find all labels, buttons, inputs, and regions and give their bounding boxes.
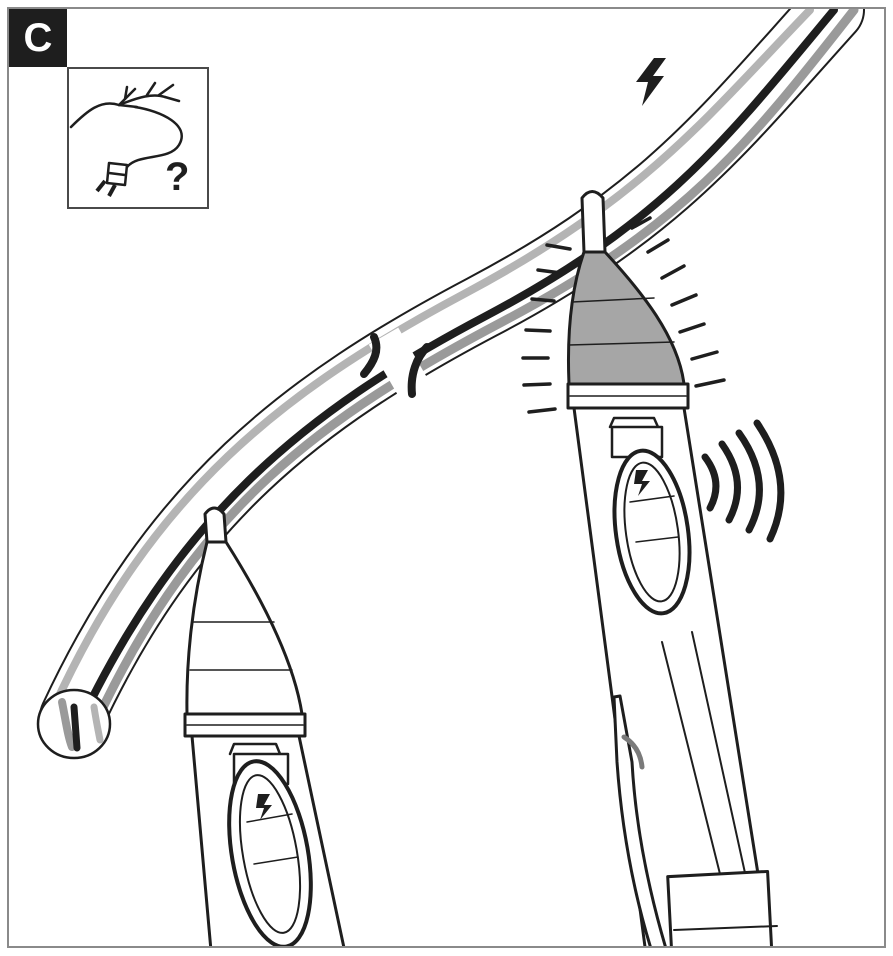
pocket-clip bbox=[612, 694, 667, 946]
panel-label: C bbox=[9, 9, 67, 67]
grey-conductor-inner bbox=[50, 9, 814, 711]
voltage-tester-left bbox=[183, 506, 346, 946]
inset-question-mark: ? bbox=[165, 155, 190, 199]
diagram-frame: C ? bbox=[7, 7, 886, 948]
lightning-bolt-icon bbox=[636, 58, 666, 106]
inset-box: ? bbox=[67, 67, 209, 209]
cable bbox=[36, 9, 865, 760]
lightning-bolt-icon bbox=[634, 470, 650, 496]
voltage-tester-illustration bbox=[36, 9, 865, 946]
lit-tip bbox=[566, 250, 686, 386]
sound-waves-icon bbox=[701, 419, 785, 543]
voltage-tester-right bbox=[566, 190, 778, 946]
unknown-wire-and-plug-icon bbox=[69, 81, 183, 197]
grey-conductor-outer bbox=[92, 9, 859, 725]
lightning-bolt-icon bbox=[256, 794, 272, 820]
live-conductor bbox=[68, 9, 838, 744]
light-rays-icon bbox=[521, 216, 726, 414]
